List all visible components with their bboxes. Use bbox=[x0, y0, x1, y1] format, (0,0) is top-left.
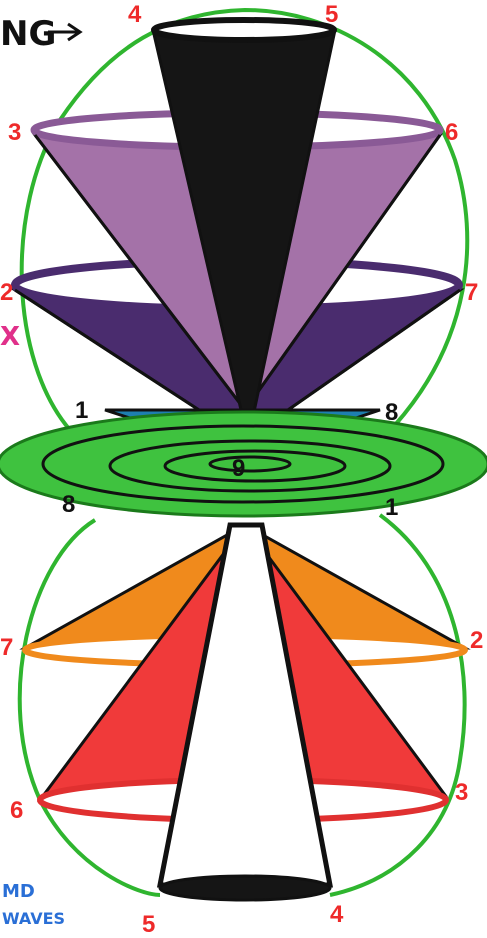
side-text: X bbox=[0, 322, 20, 352]
black-upper-rim bbox=[154, 20, 334, 40]
label-lower-mid-right: 3 bbox=[455, 779, 468, 806]
label-upper-mid-right: 7 bbox=[465, 279, 478, 306]
label-upper-top-right: 5 bbox=[325, 1, 338, 28]
label-center: 9 bbox=[232, 455, 245, 482]
label-lower-disc-right: 1 bbox=[385, 494, 398, 521]
black-lower-rim bbox=[160, 876, 330, 900]
label-lower-bottom-left: 5 bbox=[142, 911, 155, 938]
header-text: NG bbox=[0, 14, 56, 54]
label-lower-disc-left: 8 bbox=[62, 491, 75, 518]
label-lower-mid-left: 6 bbox=[10, 797, 23, 824]
footer-text-line2: WAVES bbox=[2, 909, 65, 928]
label-upper-disc-left: 1 bbox=[75, 397, 88, 424]
label-lower-bottom-right: 4 bbox=[330, 901, 344, 928]
label-lower-upper-right: 2 bbox=[470, 627, 483, 654]
label-upper-mid-left: 2 bbox=[0, 279, 13, 306]
footer-text-line1: MD bbox=[2, 881, 35, 902]
label-upper-top-left: 4 bbox=[128, 1, 142, 28]
label-lower-upper-left: 7 bbox=[0, 634, 13, 661]
label-upper-upper-right: 6 bbox=[445, 119, 458, 146]
label-upper-disc-right: 8 bbox=[385, 399, 398, 426]
label-upper-upper-left: 3 bbox=[8, 119, 21, 146]
